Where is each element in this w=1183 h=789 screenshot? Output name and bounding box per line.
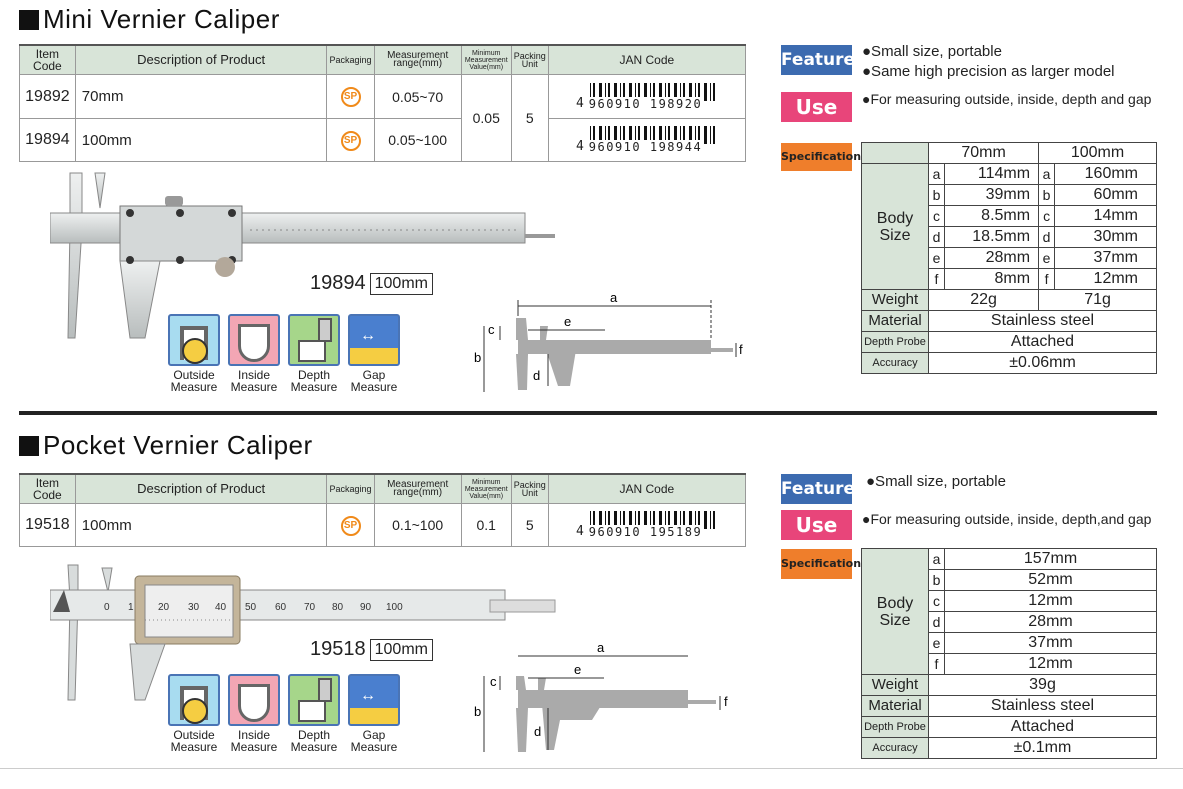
- features-text-pocket: ●Small size, portable: [866, 473, 1006, 490]
- dim-label-a: a: [610, 290, 618, 305]
- body-size-label: Body Size: [861, 163, 929, 290]
- section-title-pocket: Pocket Vernier Caliper: [19, 430, 313, 461]
- header-item-code: Item Code: [19, 45, 76, 75]
- svg-text:30: 30: [188, 602, 200, 613]
- use-text-mini: ●For measuring outside, inside, depth an…: [862, 91, 1152, 107]
- svg-text:a: a: [597, 640, 605, 655]
- packaging: SP: [326, 74, 375, 119]
- spec-tag-mini: Specifications: [781, 143, 868, 171]
- header-packing-unit: Packing Unit: [510, 45, 549, 75]
- range: 0.05~100: [373, 118, 462, 162]
- dim-label-d: d: [533, 368, 540, 383]
- spec-col-100: 100mm: [1038, 142, 1157, 164]
- svg-text:c: c: [490, 674, 497, 689]
- svg-text:d: d: [534, 724, 541, 739]
- section-title-mini: Mini Vernier Caliper: [19, 4, 280, 35]
- barcode: 960910 198944: [587, 126, 718, 154]
- description: 100mm: [74, 118, 328, 162]
- min-value: 0.05: [460, 74, 512, 162]
- features-tag-mini: Features: [781, 45, 865, 75]
- svg-text:0: 0: [104, 602, 110, 613]
- header-description: Description of Product: [74, 45, 328, 75]
- barcode: 960910 198920: [587, 82, 718, 111]
- svg-text:f: f: [724, 694, 728, 709]
- product-table-pocket: Item Code Description of Product Packagi…: [19, 473, 747, 547]
- features-text-mini: ●Small size, portable ●Same high precisi…: [862, 43, 1115, 80]
- features-tag-pocket: Features: [781, 474, 865, 504]
- bottom-line: [0, 768, 1183, 769]
- packing-unit: 5: [510, 74, 549, 162]
- dim-label-e: e: [564, 314, 571, 329]
- item-code: 19894: [19, 118, 76, 162]
- spec-tag-pocket: Specifications: [781, 549, 868, 579]
- use-text-pocket: ●For measuring outside, inside, depth,an…: [862, 511, 1152, 527]
- use-tag-pocket: Use: [781, 510, 852, 540]
- svg-text:1: 1: [128, 602, 134, 613]
- barcode: 960910 195189: [587, 511, 718, 539]
- sp-badge: SP: [340, 130, 361, 151]
- scale-labels: 0 1 20 30 40 50 60 70 80 90 100: [104, 602, 403, 613]
- header-range: Measurement range(mm): [373, 45, 462, 75]
- pocket-model-label: 19518 100mm: [310, 638, 433, 661]
- range: 0.05~70: [373, 74, 462, 119]
- pocket-dimension-diagram: a e c b d f: [474, 640, 728, 752]
- header-packaging: Packaging: [326, 45, 375, 75]
- svg-text:100: 100: [386, 602, 403, 613]
- spec-col-70: 70mm: [927, 142, 1040, 164]
- svg-text:e: e: [574, 662, 581, 677]
- product-table-mini: Item Code Description of Product Packagi…: [19, 44, 747, 162]
- sp-badge: SP: [340, 87, 361, 107]
- header-jan: JAN Code: [547, 45, 747, 75]
- mini-dimension-diagram: a e c b d f: [474, 290, 743, 392]
- item-code: 19892: [19, 74, 76, 119]
- svg-text:20: 20: [158, 602, 170, 613]
- svg-text:b: b: [474, 704, 481, 719]
- svg-text:90: 90: [360, 602, 372, 613]
- packaging: SP: [326, 118, 375, 162]
- body-size-label: Body Size: [861, 548, 929, 675]
- dim-label-c: c: [488, 322, 495, 337]
- dim-label-f: f: [739, 342, 743, 357]
- svg-text:50: 50: [245, 602, 257, 613]
- mini-caliper-image: [50, 172, 555, 339]
- svg-text:40: 40: [215, 602, 227, 613]
- use-tag-mini: Use: [781, 92, 852, 122]
- description: 70mm: [74, 74, 328, 119]
- mini-model-label: 19894 100mm: [310, 272, 433, 295]
- dim-label-b: b: [474, 350, 481, 365]
- svg-text:70: 70: [304, 602, 316, 613]
- svg-text:60: 60: [275, 602, 287, 613]
- pocket-caliper-image: 0 1 20 30 40 50 60 70 80 90 100: [50, 564, 556, 701]
- section-divider: [19, 411, 1157, 415]
- svg-text:80: 80: [332, 602, 344, 613]
- header-min-value: Minimum Measurement Value(mm): [460, 45, 512, 75]
